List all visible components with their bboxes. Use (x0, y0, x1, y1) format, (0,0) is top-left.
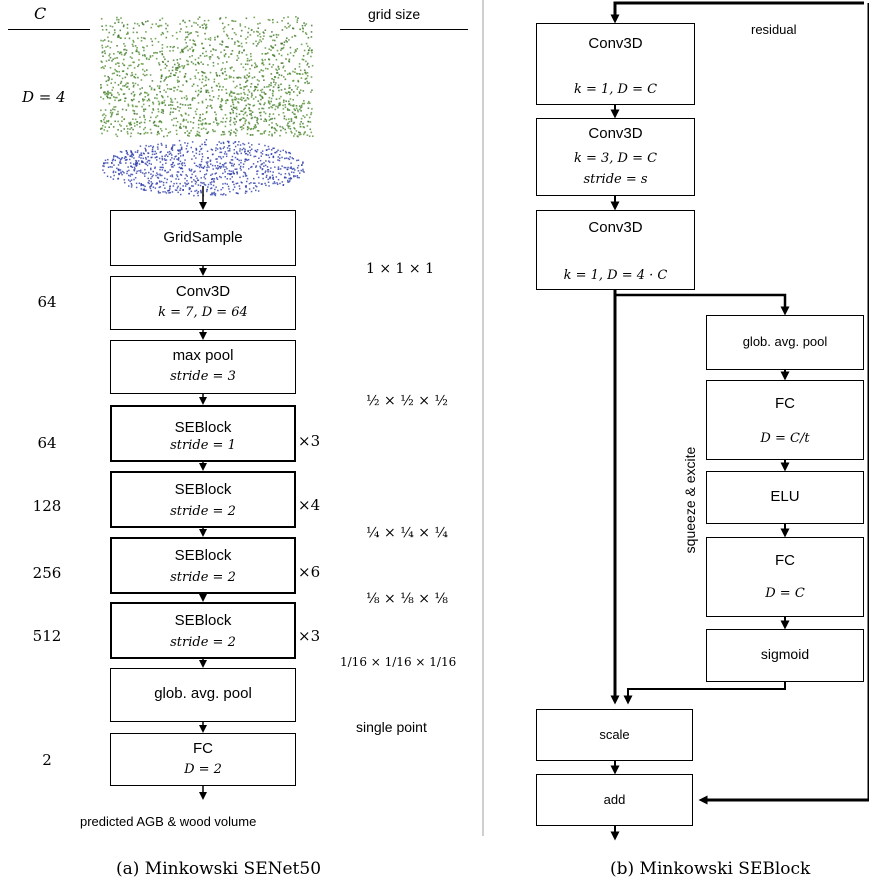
grid-size-6: single point (356, 719, 427, 735)
main-conv3d-3: Conv3D k = 1, D = 4 · C (536, 210, 695, 290)
main-conv3d-2: Conv3D k = 3, D = C stride = s (536, 118, 695, 196)
scale-block: scale (536, 709, 693, 761)
se-fc-2: FC D = C (706, 537, 864, 617)
se-global-avg-pool: glob. avg. pool (706, 315, 864, 370)
grid-size-1: 1 × 1 × 1 (366, 261, 434, 277)
grid-header-rule (340, 29, 468, 30)
input-d-label: D = 4 (22, 88, 66, 106)
caption-b: (b) Minkowski SEBlock (610, 859, 811, 879)
squeeze-excite-label: squeeze & excite (682, 446, 698, 554)
channels-conv3d: 64 (37, 293, 57, 311)
c-column-header: C (34, 4, 47, 23)
se-fc-1: FC D = C/t (706, 380, 864, 460)
block-seblock-2: SEBlock stride = 2 (110, 471, 296, 528)
block-seblock-1: SEBlock stride = 1 (110, 405, 296, 462)
block-seblock-4: SEBlock stride = 2 (110, 602, 296, 659)
add-block: add (536, 774, 693, 826)
channels-seblock-4: 512 (32, 627, 62, 645)
block-global-avg-pool: glob. avg. pool (110, 668, 296, 722)
se-elu: ELU (706, 471, 864, 524)
block-seblock-3: SEBlock stride = 2 (110, 537, 296, 594)
output-label: predicted AGB & wood volume (80, 814, 257, 829)
c-header-rule (8, 29, 90, 30)
grid-size-5: 1/16 × 1/16 × 1/16 (340, 655, 457, 669)
panel-divider (482, 0, 484, 836)
repeat-seblock-2: ×4 (298, 496, 321, 514)
block-conv3d: Conv3D k = 7, D = 64 (110, 276, 296, 330)
block-max-pool: max pool stride = 3 (110, 340, 296, 394)
block-fc: FC D = 2 (110, 733, 296, 786)
repeat-seblock-1: ×3 (298, 432, 321, 450)
point-cloud-image (100, 16, 314, 197)
channels-seblock-2: 128 (32, 497, 62, 515)
repeat-seblock-3: ×6 (298, 563, 321, 581)
grid-size-header: grid size (368, 6, 421, 22)
grid-size-2: ½ × ½ × ½ (366, 393, 448, 409)
block-gridsample: GridSample (110, 210, 296, 266)
channels-seblock-1: 64 (37, 434, 57, 452)
residual-label: residual (751, 22, 797, 37)
main-conv3d-1: Conv3D k = 1, D = C (536, 23, 695, 105)
repeat-seblock-4: ×3 (298, 627, 321, 645)
channels-fc: 2 (42, 751, 52, 769)
grid-size-4: ⅛ × ⅛ × ⅛ (366, 591, 448, 607)
caption-a: (a) Minkowski SENet50 (116, 859, 322, 879)
grid-size-3: ¼ × ¼ × ¼ (366, 525, 448, 541)
se-sigmoid: sigmoid (706, 629, 864, 682)
channels-seblock-3: 256 (32, 564, 62, 582)
